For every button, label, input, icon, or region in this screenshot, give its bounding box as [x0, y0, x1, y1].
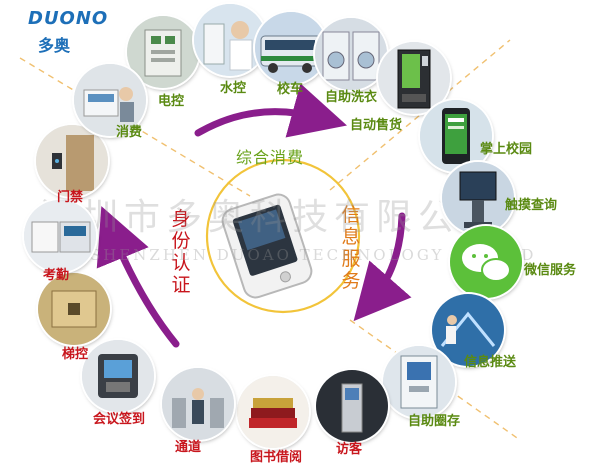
- info-char: 信: [341, 204, 361, 226]
- node-label: 电控: [158, 94, 185, 109]
- node-label: 梯控: [62, 347, 89, 362]
- watermark-cn: 深圳市多奥科技有限公司: [40, 197, 503, 238]
- washing-machine-icon: [315, 18, 387, 90]
- turnstile-icon: [162, 368, 234, 440]
- identity-char: 份: [171, 230, 191, 252]
- info-char: 服: [341, 248, 361, 270]
- info-char: 务: [341, 270, 361, 292]
- node-label: 信息推送: [464, 355, 517, 370]
- smartphone-icon: [420, 100, 492, 172]
- center-ring: [205, 158, 361, 314]
- info-char: 息: [341, 226, 361, 248]
- node-label: 掌上校园: [480, 142, 533, 157]
- node-label: 通道: [175, 440, 202, 455]
- identity-char: 证: [171, 274, 191, 296]
- node-label: 自动售货: [350, 118, 403, 133]
- water-control-icon: [194, 4, 266, 76]
- node-label: 图书借阅: [250, 450, 303, 465]
- vending-machine-icon: [378, 42, 450, 114]
- node-label: 触摸查询: [505, 198, 558, 213]
- node-label: 水控: [220, 81, 247, 96]
- info-push-icon: [432, 294, 504, 366]
- smartphone-illustration: [221, 193, 313, 299]
- attendance-icon: [24, 200, 96, 272]
- node-label: 自助洗衣: [325, 90, 378, 105]
- center-identity-title: 身 份 认 证: [170, 208, 192, 296]
- books-icon: [237, 376, 309, 448]
- wechat-icon: [450, 226, 522, 298]
- self-service-terminal-icon: [383, 346, 455, 418]
- identity-char: 认: [171, 252, 191, 274]
- logo-name: 多奥: [38, 36, 71, 55]
- sign-in-terminal-icon: [82, 340, 154, 412]
- center-consume-title: 综合消费: [236, 148, 305, 167]
- touch-kiosk-icon: [442, 162, 514, 234]
- node-label: 校车: [277, 82, 304, 97]
- elevator-control-icon: [38, 273, 110, 345]
- logo-wordmark: DUONO: [28, 8, 109, 29]
- node-label: 会议签到: [93, 412, 146, 427]
- flow-arrows: [96, 83, 412, 348]
- door-access-icon: [36, 125, 108, 197]
- node-label: 门禁: [57, 190, 84, 205]
- consumption-icon: [74, 64, 146, 136]
- visitor-kiosk-icon: [316, 370, 388, 442]
- node-label: 自助圈存: [408, 414, 461, 429]
- electric-control-icon: [127, 16, 199, 88]
- node-label: 访客: [336, 442, 363, 457]
- watermark-en: SHENZHEN DUOAO TECHNOLOGY CO.,LTD: [90, 246, 537, 264]
- node-label: 考勤: [43, 268, 70, 283]
- node-label: 消费: [116, 125, 143, 140]
- identity-char: 身: [171, 208, 191, 230]
- node-label: 微信服务: [524, 263, 577, 278]
- center-info-title: 信 息 服 务: [340, 204, 362, 292]
